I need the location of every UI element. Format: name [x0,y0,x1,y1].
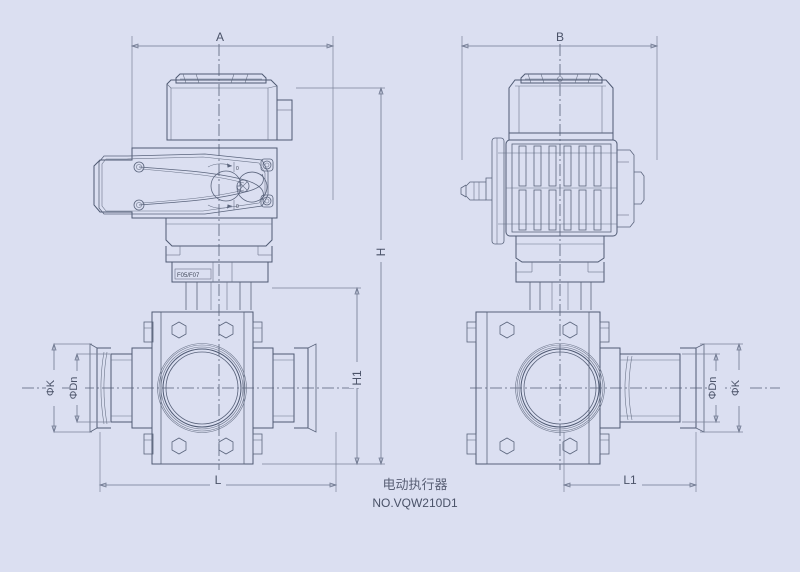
dimension-b: B [460,28,659,160]
actuator-top-cap [175,73,267,84]
rotation-close-label: 0 [236,204,239,210]
dimension-h1: H1 [272,286,365,466]
dimension-phik-left-label: ΦK [45,379,57,396]
mounting-pad-label: F05/F07 [177,273,200,279]
side-bolt-left-top [466,321,477,343]
side-nut-bottom-left [499,437,515,455]
rotation-arrow-close: 0 [207,200,239,210]
side-bolt-right-top [599,321,610,343]
dimension-h1-label: H1 [350,370,364,386]
dial-screw [236,179,250,193]
dimension-a: A [130,28,335,200]
side-right-end-connection [600,343,705,433]
dimension-l: L [98,432,338,492]
side-actuator-base [515,236,605,283]
rotation-open-label: 0 [236,166,239,172]
body-bolt-left-bottom [143,433,154,455]
right-end-connection [253,343,317,433]
side-nut-top-right [562,321,578,339]
housing-bolt-bottom-right [260,194,274,208]
dimension-l1-label: L1 [623,473,637,487]
rotation-arrow-open: 0 [207,162,239,172]
body-bolt-right-bottom [252,433,263,455]
side-bolt-left-bottom [466,433,477,455]
dimension-phidn-right-label: ΦDn [707,377,719,400]
housing-bolt-bottom-left [133,199,145,211]
side-nut-top-left [499,321,515,339]
cable-gland-left [460,137,505,245]
valve-body-side [466,311,610,465]
body-nut-bottom-right [218,437,234,455]
terminal-box-right [617,149,645,228]
drawing-caption: 电动执行器 NO.VQW210D1 [372,478,458,510]
caption-model: NO.VQW210D1 [372,496,458,510]
valve-body-front [143,311,263,465]
manual-override-housing [93,147,278,219]
side-actuator-top-cap [520,73,603,84]
side-nut-bottom-right [562,437,578,455]
motor-finned-body [498,139,618,237]
caption-title: 电动执行器 [382,478,447,493]
side-bolt-right-bottom [599,433,610,455]
mounting-pad: F05/F07 [171,261,269,283]
side-view: B [460,28,780,492]
body-nut-bottom-left [171,437,187,455]
rotation-indicator-dial: 0 0 [207,162,268,210]
body-nut-top-left [171,321,187,339]
dimension-phidn-left: ΦDn [68,352,110,424]
housing-bolt-top-left [133,161,145,173]
dimension-phik-right: ΦK [700,342,747,434]
dimension-phidn-left-label: ΦDn [68,377,80,400]
dimension-b-label: B [556,30,564,44]
housing-bolt-top-right [260,158,274,172]
dimension-h: H [262,86,389,466]
front-view: A [22,28,389,492]
valve-stem [185,282,252,310]
dimension-l-label: L [215,473,222,487]
dimension-phik-left: ΦK [45,342,92,434]
actuator-cover [166,79,293,141]
body-nut-top-right [218,321,234,339]
dimension-h-label: H [374,248,388,257]
left-end-connection [89,343,152,433]
body-bolt-left-top [143,321,154,343]
dimension-phik-right-label: ΦK [730,379,742,396]
dimension-a-label: A [216,30,224,44]
dimension-phidn-right: ΦDn [682,352,724,424]
side-valve-stem [529,282,592,310]
dimension-l1: L1 [562,432,698,492]
body-bolt-right-top [252,321,263,343]
